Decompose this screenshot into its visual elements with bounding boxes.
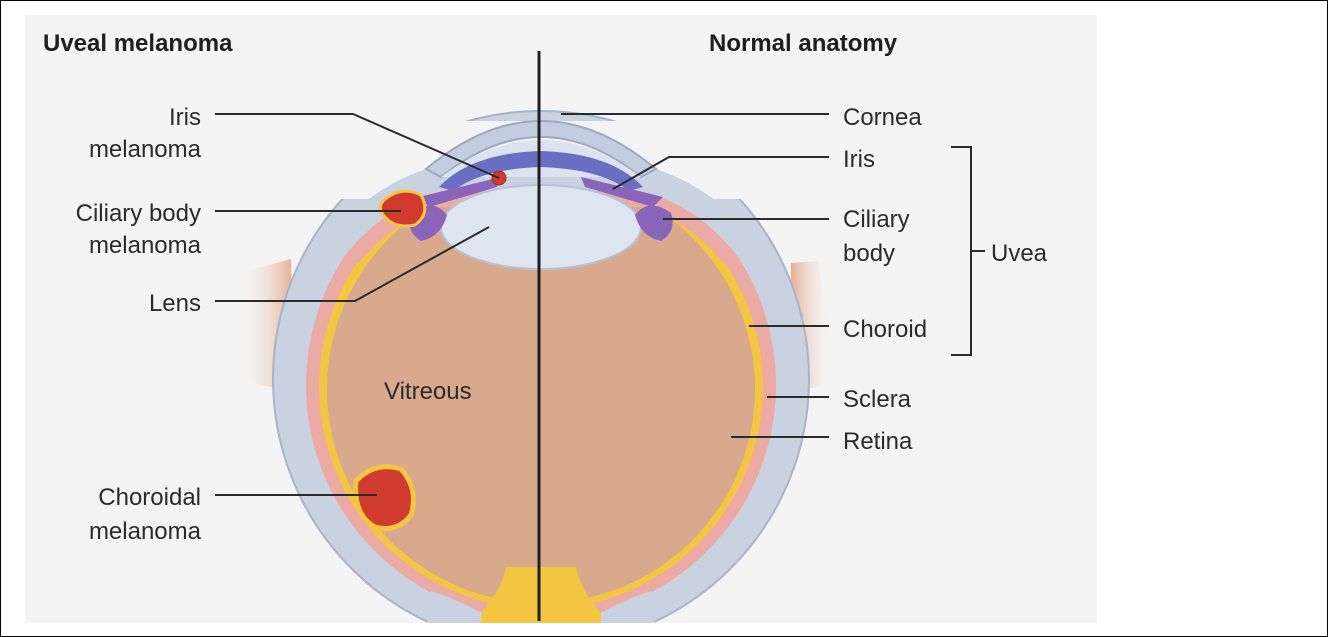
choroidal-melanoma-tumor	[356, 467, 414, 529]
label-cornea: Cornea	[843, 104, 922, 131]
label-iris-melanoma-line1: Iris	[169, 104, 201, 131]
label-lens: Lens	[149, 290, 201, 317]
label-uvea: Uvea	[991, 240, 1048, 267]
label-retina: Retina	[843, 428, 913, 455]
label-ciliary-body-melanoma-line1: Ciliary body	[76, 200, 201, 227]
label-choroidal-melanoma-line1: Choroidal	[98, 484, 201, 511]
ciliary-body-melanoma-tumor	[380, 191, 424, 226]
lens-shape	[441, 185, 641, 269]
label-vitreous: Vitreous	[384, 378, 472, 405]
label-ciliary-body-melanoma-line2: melanoma	[89, 232, 202, 259]
heading-uveal-melanoma: Uveal melanoma	[43, 30, 233, 57]
label-choroid: Choroid	[843, 316, 927, 343]
label-iris-melanoma-line2: melanoma	[89, 136, 202, 163]
label-sclera: Sclera	[843, 386, 912, 413]
heading-normal-anatomy: Normal anatomy	[709, 30, 898, 57]
label-choroidal-melanoma-line2: melanoma	[89, 518, 202, 545]
label-ciliary-body-line2: body	[843, 240, 895, 267]
uvea-bracket	[951, 147, 971, 355]
label-iris: Iris	[843, 146, 875, 173]
label-ciliary-body-line1: Ciliary	[843, 206, 910, 233]
